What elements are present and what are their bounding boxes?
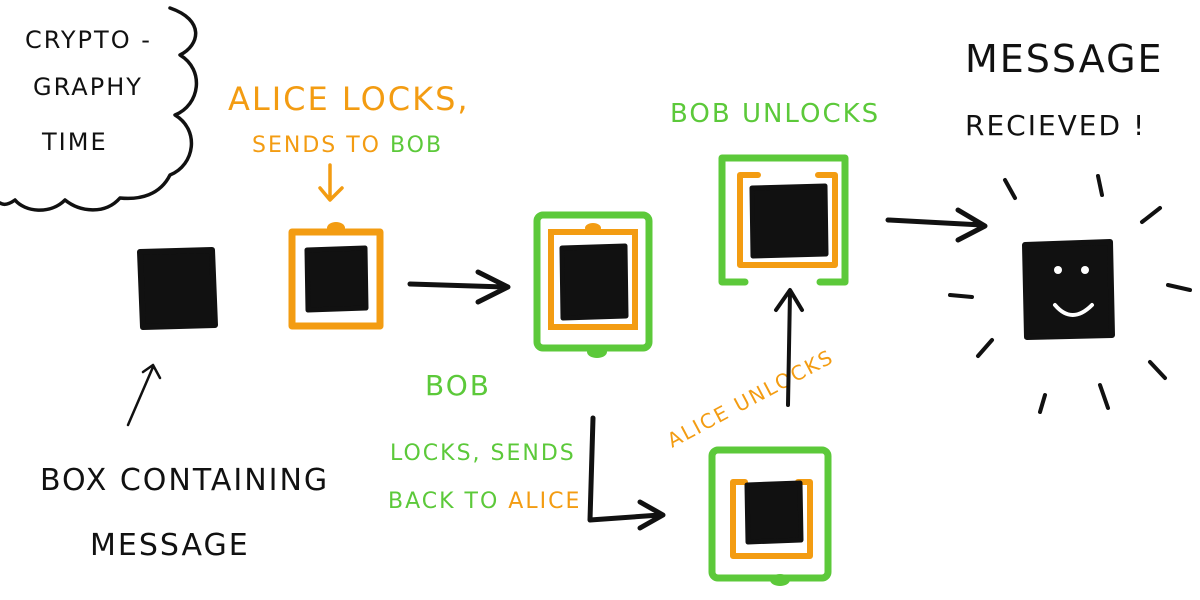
sun-ray [1098,383,1110,410]
arrow-to-box [126,363,162,427]
alice-locks-caption-line-2: SENDS TO [252,133,390,158]
bob-lock-opened [718,154,849,286]
sun-ray [976,338,994,358]
bob-lock-shackle [587,346,607,358]
step1-alice-locks: ALICE LOCKS, SENDS TO BOB [228,80,470,330]
unlocked-box-step4 [749,183,829,259]
cloud-line-3: TIME [41,128,108,156]
sun-ray [1166,283,1192,292]
cryptography-cloud: CRYPTO - GRAPHY TIME [0,6,198,212]
alice-locks-caption-line-1: ALICE LOCKS, [228,80,470,118]
happy-box [1022,239,1115,340]
arrow-down-to-lock [318,163,344,202]
bob-locks-caption: LOCKS, SENDS [390,441,576,466]
arrow-to-bob [407,269,511,305]
sun-ray [1038,393,1047,414]
message-box [137,247,218,330]
message-box-group: BOX CONTAINING MESSAGE [40,247,329,563]
bob-back-to-caption: BACK TO [388,489,508,514]
bob-lock-frame-2 [708,446,832,582]
happy-smile [1053,303,1094,317]
happy-eye-left [1054,266,1062,274]
svg-text:BACK TO ALICE: BACK TO ALICE [388,489,581,514]
arrow-up-to-bob [774,288,804,407]
alice-lock-opened [730,479,813,559]
bob-unlocks-caption: BOB UNLOCKS [670,99,880,129]
alice-locks-recipient-bob: BOB [390,133,443,158]
double-locked-box [559,243,629,321]
result-message-received: MESSAGE RECIEVED ! [948,37,1192,414]
arrow-to-result [885,207,988,243]
bob-name: BOB [425,369,491,402]
alice-lock-shackle-inner [585,223,601,233]
box-caption-line-1: BOX CONTAINING [40,463,329,498]
sun-rays [948,174,1192,414]
happy-eye-right [1081,266,1089,274]
cloud-line-1: CRYPTO - [25,26,152,54]
bob-back-to-alice: ALICE [508,489,581,514]
sun-ray [948,293,974,299]
sun-ray [1096,174,1104,197]
cloud-outline [0,6,198,212]
sun-ray [1003,178,1017,200]
bob-lock-shackle-2 [770,574,790,586]
step2-double-locked: BOB LOCKS, SENDS BACK TO ALICE [388,211,666,531]
box-caption-line-2: MESSAGE [90,528,250,563]
alice-unlocks-caption: ALICE UNLOCKS [663,344,838,452]
step3-alice-unlocks: ALICE UNLOCKS [663,288,838,586]
sun-ray [1148,360,1167,380]
alice-lock-shackle [327,222,345,234]
unlocked-box-step3 [744,480,804,545]
step4-bob-unlocks: BOB UNLOCKS [670,99,880,286]
alice-locked-box [304,245,369,313]
svg-text:SENDS TO BOB: SENDS TO BOB [252,133,443,158]
arrow-back-to-alice [587,415,666,531]
cloud-line-2: GRAPHY [33,73,143,101]
alice-lock-opened-step4 [737,172,838,268]
sun-ray [1140,206,1162,224]
result-caption-line-1: MESSAGE [965,37,1164,81]
result-caption-line-2: RECIEVED ! [965,109,1146,142]
